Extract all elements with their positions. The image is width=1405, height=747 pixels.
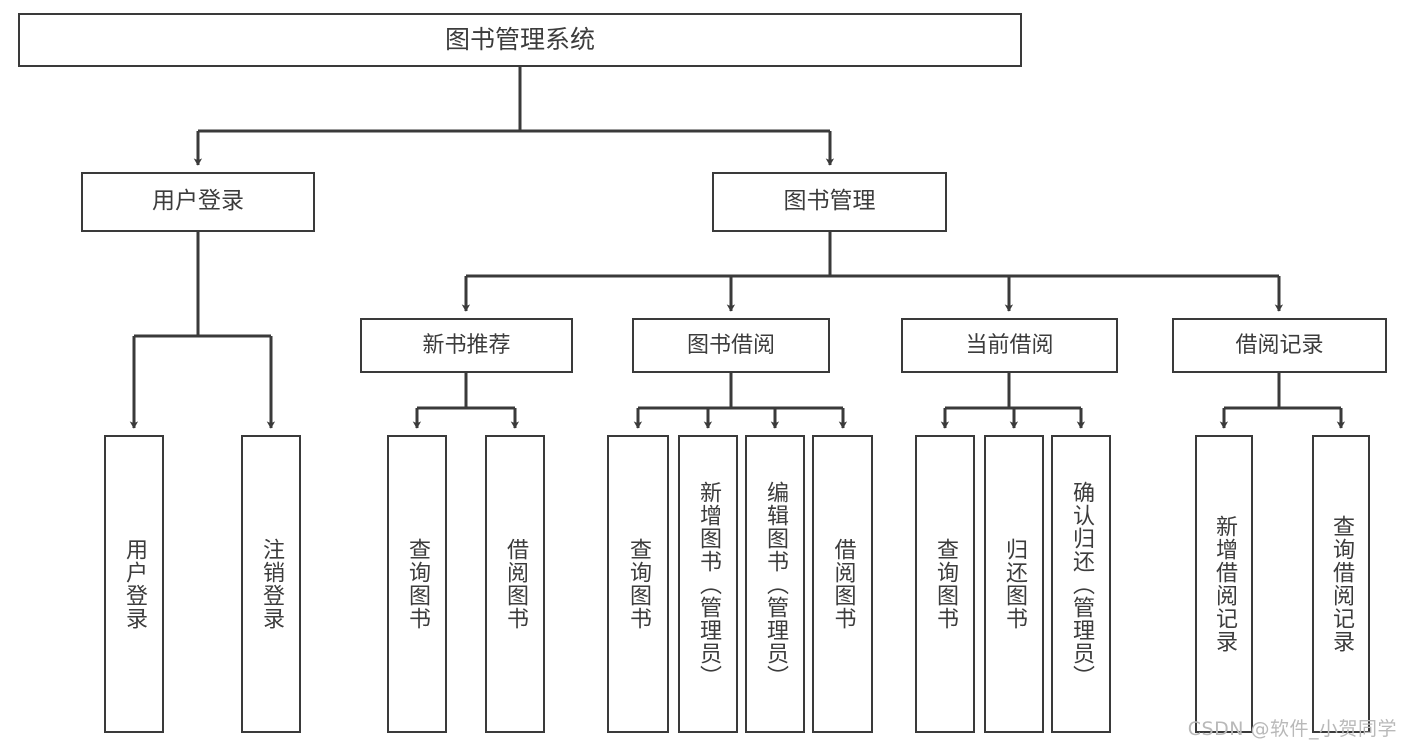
node-new-book-recommend[interactable]: 新书推荐 — [360, 318, 573, 373]
node-leaf-add-book[interactable]: 新增图书（管理员） — [678, 435, 738, 733]
node-leaf-edit-book[interactable]: 编辑图书（管理员） — [745, 435, 805, 733]
node-leaf-borrow-book-2[interactable]: 借阅图书 — [812, 435, 873, 733]
node-current-borrow[interactable]: 当前借阅 — [901, 318, 1118, 373]
node-root-system[interactable]: 图书管理系统 — [18, 13, 1022, 67]
node-leaf-query-borrow-record[interactable]: 查询借阅记录 — [1312, 435, 1370, 733]
node-leaf-borrow-book-1[interactable]: 借阅图书 — [485, 435, 545, 733]
leaf-label: 新增借阅记录 — [1211, 515, 1237, 653]
node-borrow-record[interactable]: 借阅记录 — [1172, 318, 1387, 373]
watermark: CSDN @软件_小贺同学 — [1187, 718, 1397, 740]
node-user-login[interactable]: 用户登录 — [81, 172, 315, 232]
leaf-label: 查询图书 — [625, 538, 651, 630]
node-leaf-query-book-3[interactable]: 查询图书 — [915, 435, 975, 733]
node-leaf-confirm-return[interactable]: 确认归还（管理员） — [1051, 435, 1111, 733]
node-leaf-query-book-2[interactable]: 查询图书 — [607, 435, 669, 733]
leaf-label: 编辑图书（管理员） — [762, 480, 788, 688]
node-book-borrow[interactable]: 图书借阅 — [632, 318, 830, 373]
leaf-label: 查询图书 — [932, 538, 958, 630]
node-leaf-return-book[interactable]: 归还图书 — [984, 435, 1044, 733]
leaf-label: 借阅图书 — [830, 538, 856, 630]
leaf-label: 查询借阅记录 — [1328, 515, 1354, 653]
leaf-label: 查询图书 — [404, 538, 430, 630]
node-leaf-user-logout[interactable]: 注销登录 — [241, 435, 301, 733]
node-book-manage[interactable]: 图书管理 — [712, 172, 947, 232]
node-leaf-user-login[interactable]: 用户登录 — [104, 435, 164, 733]
node-leaf-add-borrow-record[interactable]: 新增借阅记录 — [1195, 435, 1253, 733]
leaf-label: 注销登录 — [258, 538, 284, 630]
leaf-label: 新增图书（管理员） — [695, 480, 721, 688]
leaf-label: 确认归还（管理员） — [1068, 480, 1094, 688]
node-leaf-query-book-1[interactable]: 查询图书 — [387, 435, 447, 733]
leaf-label: 借阅图书 — [502, 538, 528, 630]
leaf-label: 用户登录 — [121, 538, 147, 630]
leaf-label: 归还图书 — [1001, 538, 1027, 630]
